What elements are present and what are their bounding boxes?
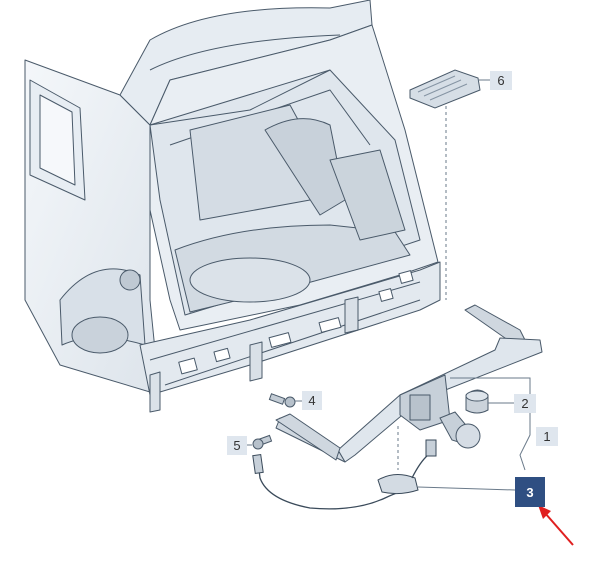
part-2-cap <box>465 389 515 414</box>
part-5-bolt <box>244 434 273 450</box>
callout-4[interactable]: 4 <box>302 391 322 410</box>
vehicle-rear-body <box>24 0 441 413</box>
part-3-wiring-harness <box>252 426 516 510</box>
part-6-cover <box>409 69 481 300</box>
callout-5[interactable]: 5 <box>227 436 247 455</box>
part-1-bracket-reference-line <box>450 377 531 471</box>
callout-2[interactable]: 2 <box>514 394 536 413</box>
highlight-arrow <box>538 505 574 546</box>
callout-6[interactable]: 6 <box>490 71 512 90</box>
tow-ball <box>439 411 481 449</box>
callout-1[interactable]: 1 <box>536 427 558 446</box>
callout-3-highlighted[interactable]: 3 <box>515 477 545 507</box>
part-1-towing-bracket <box>275 304 543 463</box>
part-4-bolt <box>268 393 302 408</box>
